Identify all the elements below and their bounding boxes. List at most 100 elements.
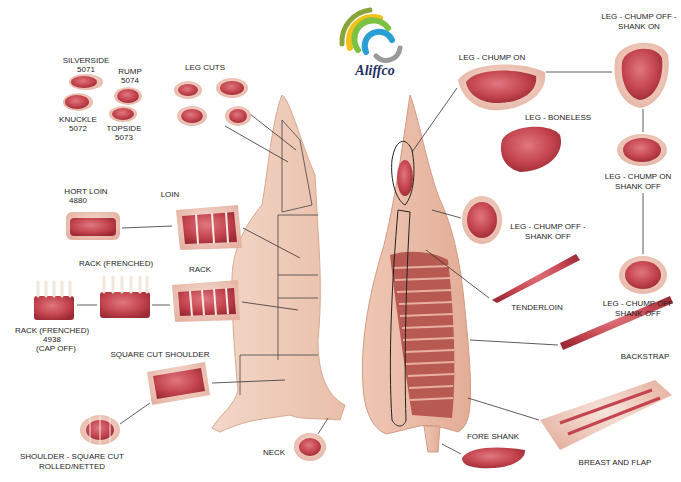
cut-name: RUMP bbox=[118, 67, 142, 77]
logo-text: Aliffco bbox=[355, 63, 394, 79]
meat-cut bbox=[462, 448, 525, 469]
meat-cut bbox=[70, 218, 116, 236]
leader-line bbox=[318, 418, 328, 434]
netting bbox=[90, 416, 91, 444]
bone bbox=[38, 277, 147, 296]
cut-division-line bbox=[278, 275, 318, 276]
leader-line bbox=[470, 340, 558, 345]
meat-cut bbox=[80, 415, 120, 445]
leader-line bbox=[212, 380, 285, 383]
bone bbox=[112, 277, 115, 292]
bone bbox=[190, 212, 228, 316]
leader-line bbox=[468, 398, 539, 420]
cut-name: NECK bbox=[263, 448, 285, 458]
meat-cut bbox=[69, 74, 103, 90]
leader-line bbox=[250, 114, 296, 150]
meat-cut bbox=[174, 81, 202, 99]
meat-cut bbox=[181, 109, 203, 123]
meat-cut bbox=[622, 49, 663, 100]
cut-name: LEG - CHUMP ON bbox=[459, 53, 526, 63]
cut-name: SQUARE CUT SHOULDER bbox=[111, 350, 210, 360]
cut-outline bbox=[390, 141, 414, 426]
cut-code: 5073 bbox=[115, 133, 133, 143]
meat-cut bbox=[623, 138, 661, 162]
cut-code: 5074 bbox=[121, 76, 139, 86]
cut-outline bbox=[392, 141, 414, 205]
bone bbox=[69, 282, 72, 296]
cut-name: LOIN bbox=[161, 190, 180, 200]
bone bbox=[212, 213, 214, 243]
carcass-inside bbox=[390, 252, 454, 418]
cut-division-line bbox=[278, 215, 279, 360]
meat-cut bbox=[625, 261, 661, 289]
leader-line bbox=[225, 126, 288, 162]
rib-line bbox=[408, 374, 454, 376]
cut-division-line bbox=[278, 298, 318, 299]
meat-cut bbox=[177, 106, 207, 126]
leader-line bbox=[77, 305, 97, 306]
meat-cut bbox=[216, 78, 248, 98]
cut-name: LEG - CHUMP OFF - SHANK OFF bbox=[503, 222, 593, 241]
meat-cut bbox=[229, 109, 247, 123]
cut-name: LEG - BONELESS bbox=[525, 113, 591, 123]
meat-stripe bbox=[568, 398, 660, 434]
cut-name: FORE SHANK bbox=[467, 432, 519, 442]
bone bbox=[37, 282, 40, 296]
meat-cut bbox=[34, 296, 74, 320]
meat-cut bbox=[109, 106, 137, 122]
meat-cut bbox=[299, 438, 321, 456]
leader-line bbox=[432, 210, 461, 218]
carcass-outside bbox=[212, 95, 345, 432]
netting bbox=[90, 415, 110, 445]
meat-cut bbox=[153, 368, 205, 399]
cut-division-line bbox=[240, 120, 318, 395]
meat-cut bbox=[176, 205, 242, 250]
cut-outline bbox=[390, 210, 410, 426]
meat-cut bbox=[65, 95, 89, 109]
bone bbox=[45, 282, 48, 296]
cut-name: LEG CUTS bbox=[185, 63, 225, 73]
carcass-inside bbox=[424, 426, 440, 452]
cut-name: SILVERSIDE bbox=[63, 56, 110, 66]
leader-line bbox=[643, 109, 644, 132]
bone bbox=[139, 277, 142, 292]
cut-code: 5072 bbox=[69, 124, 87, 134]
carcass-outside bbox=[212, 95, 345, 432]
rib-line bbox=[406, 362, 454, 364]
meat-cut bbox=[294, 433, 326, 461]
bone bbox=[103, 277, 106, 292]
rib-line bbox=[395, 278, 451, 280]
rib-line bbox=[405, 350, 454, 352]
meat-stripe bbox=[560, 390, 660, 434]
meat-cut bbox=[117, 89, 139, 103]
leader-line bbox=[546, 72, 612, 73]
meat-cut bbox=[617, 134, 667, 166]
meat-cut bbox=[614, 43, 668, 108]
cut-code: 5071 bbox=[77, 65, 95, 75]
rib-line bbox=[403, 338, 454, 340]
cut-division-line bbox=[240, 355, 318, 356]
meat-cut bbox=[147, 362, 210, 405]
rib-line bbox=[402, 326, 454, 328]
cut-name: LEG - CHUMP OFF SHANK OFF bbox=[600, 299, 676, 318]
bone bbox=[146, 277, 149, 292]
bone bbox=[121, 277, 124, 292]
meat-cut bbox=[178, 84, 198, 96]
bone bbox=[196, 214, 198, 244]
cut-name: RACK bbox=[189, 265, 211, 275]
meat-cut bbox=[466, 71, 536, 103]
leader-line bbox=[152, 305, 170, 306]
bone bbox=[130, 277, 133, 292]
bone bbox=[202, 290, 204, 315]
meat-cut bbox=[114, 87, 142, 105]
cut-name: LEG - CHUMP OFF - SHANK ON bbox=[601, 12, 677, 31]
meat-cut bbox=[63, 93, 93, 111]
meat-cut bbox=[66, 212, 120, 240]
leader-line bbox=[77, 72, 643, 454]
cut-code: 4880 bbox=[69, 196, 87, 206]
meat-cut bbox=[619, 256, 667, 294]
cut-name: SHOULDER - SQUARE CUT ROLLED/NETTED bbox=[11, 452, 133, 471]
rib-line bbox=[409, 386, 453, 388]
cut-name: TENDERLOIN bbox=[511, 303, 563, 313]
cut-name: LEG - CHUMP ON SHANK OFF bbox=[600, 172, 676, 191]
